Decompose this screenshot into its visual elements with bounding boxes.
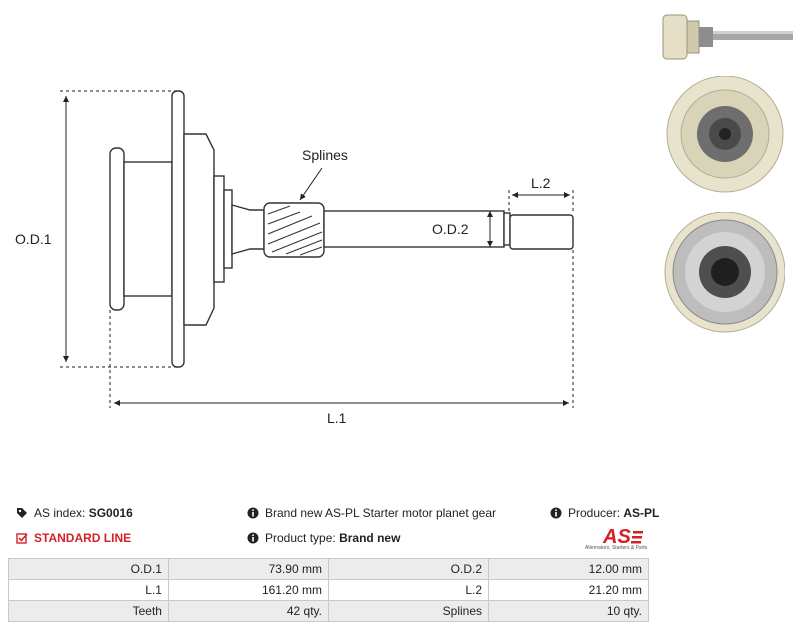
standard-line-label: STANDARD LINE [34, 531, 132, 545]
logo-tagline: Alternators, Starters & Parts [585, 545, 648, 551]
back-view-photo [664, 212, 785, 333]
splines-callout [299, 167, 323, 201]
as-index-value: SG0016 [88, 506, 133, 520]
l1-label: L.1 [327, 410, 347, 426]
product-type: Product type: Brand new [247, 531, 400, 545]
spline-teeth [267, 205, 323, 256]
spec-value: 161.20 mm [167, 579, 329, 601]
spec-value: 10 qty. [488, 600, 649, 622]
producer: Producer: AS-PL [550, 506, 659, 520]
logo-text: AS [602, 526, 631, 548]
spec-label: O.D.1 [8, 558, 169, 580]
od2-label: O.D.2 [432, 221, 469, 237]
od1-label: O.D.1 [15, 231, 52, 247]
info-icon [247, 532, 259, 544]
as-index-label: AS index: [34, 506, 86, 520]
as-index: AS index: SG0016 [16, 506, 133, 520]
spec-value: 21.20 mm [488, 579, 649, 601]
producer-label: Producer: [568, 506, 621, 520]
spec-label: Splines [327, 600, 490, 622]
side-view-photo [662, 14, 793, 60]
description-text: Brand new AS-PL Starter motor planet gea… [265, 506, 497, 520]
splines-label: Splines [302, 147, 348, 163]
specs-table: O.D.1 73.90 mm O.D.2 12.00 mm L.1 161.20… [8, 558, 649, 622]
checkbox-icon [16, 533, 28, 544]
l2-dimension [508, 190, 574, 213]
front-view-photo [666, 76, 784, 193]
technical-drawing: O.D.1 O.D.2 L.2 L.1 Splines [15, 90, 574, 426]
producer-value: AS-PL [623, 506, 660, 520]
spec-label: L.1 [8, 579, 169, 601]
description: Brand new AS-PL Starter motor planet gea… [247, 506, 496, 520]
l1-dimension [109, 250, 574, 408]
spec-value: 12.00 mm [488, 558, 649, 580]
table-row: Teeth 42 qty. Splines 10 qty. [8, 600, 649, 622]
table-row: L.1 161.20 mm L.2 21.20 mm [8, 579, 649, 601]
spec-label: Teeth [8, 600, 169, 622]
as-pl-logo: AS [602, 526, 643, 548]
part-outline [109, 90, 574, 368]
table-row: O.D.1 73.90 mm O.D.2 12.00 mm [8, 558, 649, 580]
info-icon [247, 507, 259, 519]
product-type-value: Brand new [339, 531, 401, 545]
standard-line: STANDARD LINE [16, 531, 131, 545]
spec-label: L.2 [327, 579, 490, 601]
product-type-label: Product type: [265, 531, 336, 545]
l2-label: L.2 [531, 175, 551, 191]
spec-label: O.D.2 [327, 558, 490, 580]
info-icon [550, 507, 562, 519]
od1-dimension [60, 90, 180, 368]
spec-value: 42 qty. [167, 600, 329, 622]
tag-icon [17, 508, 27, 518]
spec-value: 73.90 mm [167, 558, 329, 580]
